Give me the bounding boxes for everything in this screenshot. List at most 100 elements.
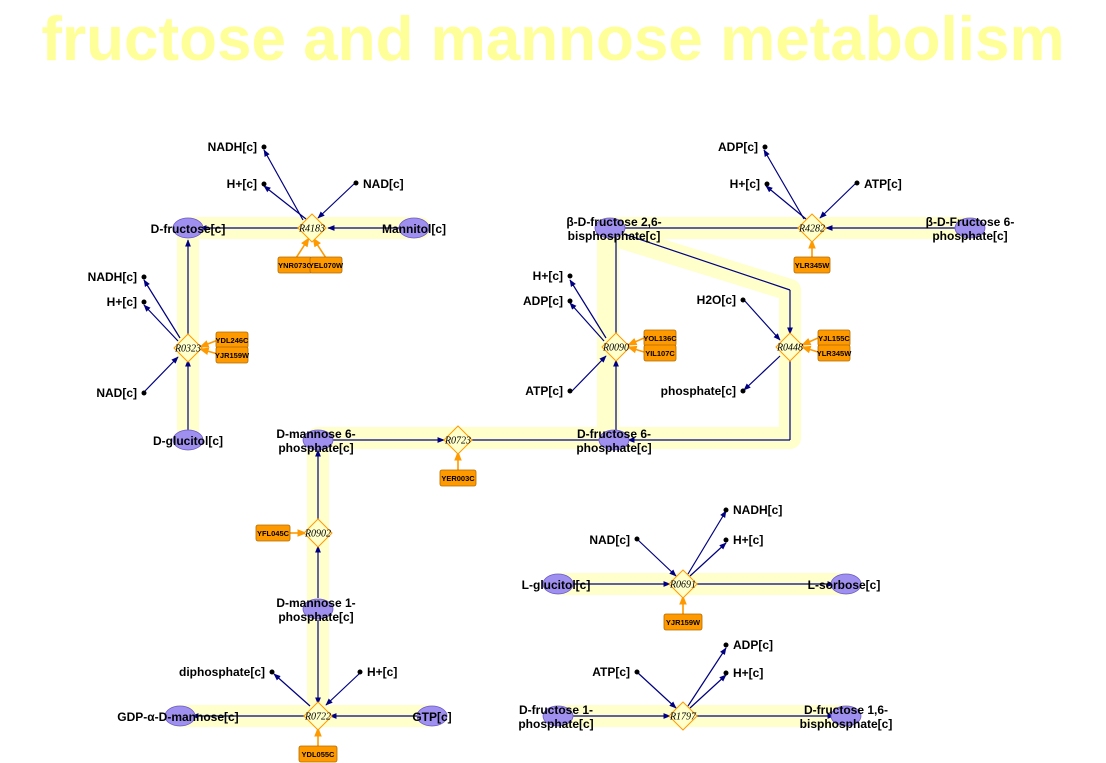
gene-yel070w: YEL070W [309, 261, 344, 270]
reaction-label-r0902: R0902 [304, 529, 331, 540]
label-hplus-2: H+[c] [730, 177, 760, 191]
label-h2o: H2O[c] [697, 293, 736, 307]
node-dm6p [302, 429, 334, 451]
gene-ydl055c: YDL055C [302, 750, 336, 759]
label-hplus-6: H+[c] [367, 665, 397, 679]
reaction-edges [143, 149, 962, 719]
label-nad-1: NAD[c] [363, 177, 404, 191]
gene-boxes: YNR073C YEL070W YLR345W YDL246C YJR159W … [215, 256, 853, 763]
gene-ylr345w-b: YLR345W [817, 349, 853, 358]
reaction-r1797 [668, 701, 698, 731]
node-l-sorbose [830, 573, 862, 595]
label-atp-1: ATP[c] [864, 177, 902, 191]
metabolite-nodes [164, 217, 986, 727]
label-nad-2: NAD[c] [96, 386, 137, 400]
label-phosphate: phosphate[c] [661, 384, 736, 398]
label-hplus-4: H+[c] [533, 269, 563, 283]
label-df16bp-line1: D-fructose 1,6- [804, 703, 888, 717]
reaction-label-r4282: R4282 [798, 224, 825, 235]
reaction-r0090 [601, 332, 631, 362]
node-bdf6p [954, 217, 986, 239]
reaction-nodes: R4183 R4282 R0323 R0090 R0448 R0723 R090… [173, 213, 827, 731]
gene-yer003c: YER003C [441, 474, 475, 483]
gene-yol136c: YOL136C [643, 334, 677, 343]
gene-yjl155c: YJL155C [818, 334, 850, 343]
highlight-paths [167, 217, 983, 727]
label-diphosphate: diphosphate[c] [179, 665, 265, 679]
label-hplus-7: H+[c] [733, 666, 763, 680]
gene-ynr073c: YNR073C [278, 261, 312, 270]
reaction-r0323 [173, 333, 203, 363]
label-bdf6p-line1: β-D-Fructose 6- [926, 215, 1015, 229]
label-nadh-3: NADH[c] [733, 503, 782, 517]
node-l-glucitol [542, 573, 574, 595]
gene-yfl045c: YFL045C [257, 529, 290, 538]
node-df6p [598, 429, 630, 451]
label-hplus-3: H+[c] [107, 295, 137, 309]
label-l-glucitol: L-glucitol[c] [522, 578, 591, 592]
label-d-fructose: D-fructose[c] [151, 222, 226, 236]
reaction-label-r1797: R1797 [669, 712, 697, 723]
reaction-r4282 [797, 213, 827, 243]
label-d-glucitol: D-glucitol[c] [153, 434, 223, 448]
reaction-label-r0448: R0448 [776, 343, 803, 354]
page-title: fructose and mannose metabolism [41, 5, 1065, 74]
label-bdf26bp-line2: bisphosphate[c] [568, 229, 661, 243]
node-dm1p [302, 598, 334, 620]
reaction-r0902 [303, 518, 333, 548]
node-df1p [542, 705, 574, 727]
node-df16bp [830, 705, 862, 727]
label-l-sorbose: L-sorbose[c] [808, 578, 881, 592]
reaction-r0722 [303, 701, 333, 731]
label-hplus-1: H+[c] [227, 177, 257, 191]
side-metabolite-labels: NADH[c] H+[c] NAD[c] ADP[c] H+[c] ATP[c]… [88, 140, 902, 680]
reaction-r0448 [775, 332, 805, 362]
label-adp-1: ADP[c] [718, 140, 758, 154]
reaction-label-r0723: R0723 [444, 436, 471, 447]
reaction-label-r0323: R0323 [174, 344, 201, 355]
node-d-glucitol [172, 429, 204, 451]
gene-ydl246c: YDL246C [216, 336, 250, 345]
label-gdp-mannose: GDP-α-D-mannose[c] [117, 710, 238, 724]
label-df1p-line1: D-fructose 1- [519, 703, 593, 717]
label-df6p-line1: D-fructose 6- [577, 427, 651, 441]
label-nadh-2: NADH[c] [88, 270, 137, 284]
highlight-r0448 [605, 225, 801, 449]
label-df6p-line2: phosphate[c] [576, 441, 651, 455]
label-df1p-line2: phosphate[c] [518, 717, 593, 731]
label-mannitol: Mannitol[c] [382, 222, 446, 236]
label-adp-2: ADP[c] [523, 294, 563, 308]
reaction-r0723 [443, 425, 473, 455]
gene-yjr159w-b: YJR159W [666, 618, 701, 627]
catalysis-edges [199, 237, 819, 748]
reaction-label-r0722: R0722 [304, 712, 331, 723]
gene-yil107c: YIL107C [645, 349, 675, 358]
label-dm1p-line1: D-mannose 1- [276, 596, 355, 610]
label-atp-3: ATP[c] [592, 665, 630, 679]
reaction-label-r0691: R0691 [669, 580, 696, 591]
reaction-r4183 [297, 213, 327, 243]
node-gdp-mannose [164, 705, 196, 727]
node-mannitol [398, 217, 430, 239]
node-gtp [416, 705, 448, 727]
label-nad-3: NAD[c] [589, 533, 630, 547]
node-d-fructose [172, 217, 204, 239]
metabolite-labels: D-fructose[c] Mannitol[c] D-glucitol[c] … [117, 215, 1014, 731]
reaction-r0691 [668, 569, 698, 599]
label-bdf26bp-line1: β-D-fructose 2,6- [566, 215, 661, 229]
label-gtp: GTP[c] [412, 710, 451, 724]
label-adp-3: ADP[c] [733, 638, 773, 652]
label-atp-2: ATP[c] [525, 384, 563, 398]
label-dm6p-line2: phosphate[c] [278, 441, 353, 455]
node-bdf26bp [594, 217, 626, 239]
reaction-label-r4183: R4183 [298, 224, 325, 235]
label-nadh-1: NADH[c] [208, 140, 257, 154]
label-hplus-5: H+[c] [733, 533, 763, 547]
label-dm1p-line2: phosphate[c] [278, 610, 353, 624]
gene-yjr159w-a: YJR159W [215, 351, 250, 360]
label-df16bp-line2: bisphosphate[c] [800, 717, 893, 731]
reaction-label-r0090: R0090 [602, 343, 629, 354]
gene-ylr345w-a: YLR345W [795, 261, 831, 270]
side-metabolite-dots [141, 144, 860, 676]
